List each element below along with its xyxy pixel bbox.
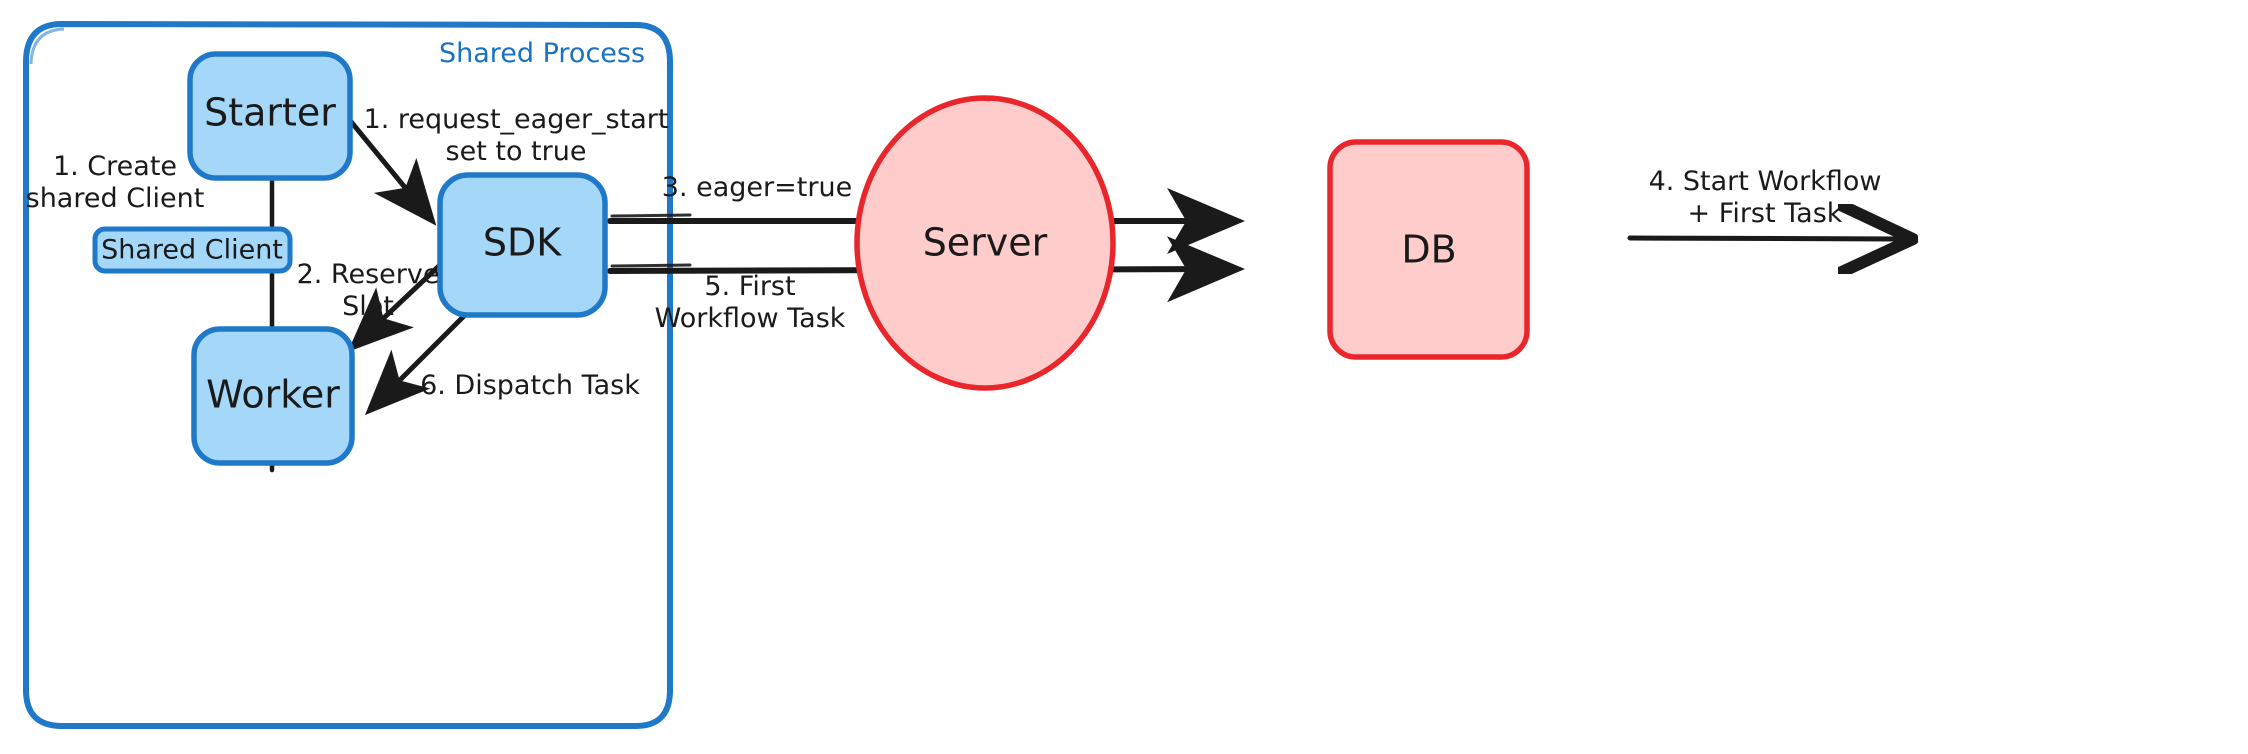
edge-label-line: shared Client <box>26 183 205 214</box>
edge-label-line: 1. Create <box>53 151 177 182</box>
sdk-box[interactable] <box>437 172 608 318</box>
edge-label-line: set to true <box>446 136 587 167</box>
edge-request-eager-start <box>345 115 437 226</box>
node-starter[interactable]: Starter <box>187 51 353 181</box>
shared-process-label: Shared Process <box>439 38 645 69</box>
starter-label: Starter <box>204 91 336 135</box>
edge-label-line: 2. Reserve <box>297 259 440 290</box>
label-request-eager-start: 1. request_eager_start set to true <box>364 104 669 167</box>
shared-process-border-sketch <box>29 27 65 65</box>
edge-label-line: 1. request_eager_start <box>364 104 669 135</box>
node-worker[interactable]: Worker <box>191 326 355 466</box>
shared-client-box[interactable] <box>92 226 293 274</box>
label-reserve-slot: 2. Reserve Slot <box>297 259 440 322</box>
node-shared-client[interactable]: Shared Client <box>92 226 293 274</box>
starter-box[interactable] <box>187 51 353 181</box>
edge-label-line: Workflow Task <box>655 303 846 334</box>
edge-label-line: + First Task <box>1688 198 1843 229</box>
db-box[interactable] <box>1327 139 1530 360</box>
node-sdk[interactable]: SDK <box>437 172 608 318</box>
shared-client-label: Shared Client <box>101 235 283 266</box>
worker-label: Worker <box>206 373 340 417</box>
shared-process-border <box>23 20 673 729</box>
db-label: DB <box>1401 228 1456 272</box>
node-server[interactable]: Server <box>854 95 1116 391</box>
server-sketch-stroke <box>961 97 991 103</box>
edge-reserve-slot <box>347 262 443 352</box>
node-db[interactable]: DB <box>1327 139 1530 360</box>
edge-label-line: 4. Start Workflow <box>1649 166 1882 197</box>
server-label: Server <box>923 221 1048 265</box>
edge-label-line: 3. eager=true <box>662 172 852 203</box>
edge-label-line: 5. First <box>704 271 795 302</box>
shared-process-group <box>23 20 673 729</box>
label-first-workflow-task: 5. First Workflow Task <box>655 271 846 334</box>
edge-start-workflow <box>1627 238 1898 239</box>
label-dispatch-task: 6. Dispatch Task <box>420 370 640 401</box>
edge-dispatch-task <box>364 307 473 416</box>
worker-box[interactable] <box>191 326 355 466</box>
edge-label-line: Slot <box>342 291 394 322</box>
label-start-workflow: 4. Start Workflow + First Task <box>1649 166 1882 229</box>
label-eager-true: 3. eager=true <box>662 172 852 203</box>
edge-label-line: 6. Dispatch Task <box>420 370 640 401</box>
sdk-label: SDK <box>483 221 562 265</box>
label-create-shared-client: 1. Create shared Client <box>26 151 205 214</box>
